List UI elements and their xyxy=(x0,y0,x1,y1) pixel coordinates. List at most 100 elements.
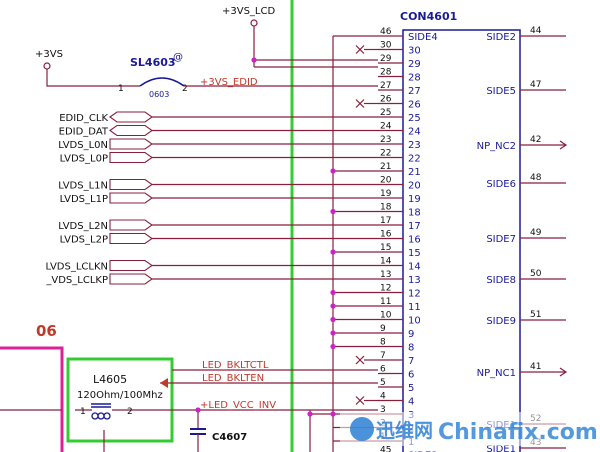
offpage-connector xyxy=(109,259,153,272)
left-pin-label: SIDE4 xyxy=(408,32,438,43)
junction-dot xyxy=(330,168,336,174)
offpage-connector xyxy=(109,178,153,191)
net-label-edid-clk: EDID_CLK xyxy=(59,113,108,124)
left-pin-number: 24 xyxy=(380,122,392,132)
left-pin-number: 46 xyxy=(380,27,392,37)
left-pin-label: 4 xyxy=(408,397,414,408)
net-label-edid-dat: EDID_DAT xyxy=(59,127,109,138)
nc-mark xyxy=(355,396,365,405)
left-pin-label: 24 xyxy=(408,127,421,138)
sheet-border xyxy=(0,346,64,452)
offpage-connector xyxy=(109,151,153,164)
right-pin-number: 44 xyxy=(530,26,542,36)
connector-right-pins: 44SIDE247SIDE542NP_NC248SIDE649SIDE750SI… xyxy=(477,26,568,452)
junction-dot xyxy=(251,57,257,63)
left-pin-number: 26 xyxy=(380,95,392,105)
nc-arrow-icon xyxy=(559,140,568,150)
left-pin-number: 3 xyxy=(380,405,386,415)
junction-dot xyxy=(195,407,201,413)
bead-value: 120Ohm/100Mhz xyxy=(77,390,163,401)
bead-pin2: 2 xyxy=(127,407,133,417)
right-pin-number: 41 xyxy=(530,362,541,372)
left-pin-number: 7 xyxy=(380,351,386,361)
left-pin-label: 20 xyxy=(408,181,421,192)
led-vcc-label: +LED_VCC_INV xyxy=(200,400,276,411)
left-pin-number: 22 xyxy=(380,149,391,159)
junction-dot xyxy=(330,289,336,296)
bead-coil-3 xyxy=(103,412,111,420)
nc-arrow-icon xyxy=(559,367,568,377)
left-pin-number: 21 xyxy=(380,162,391,172)
junction-dot xyxy=(330,303,336,309)
left-pin-label: 12 xyxy=(408,289,421,300)
nc-mark xyxy=(355,99,365,108)
left-pin-label: 11 xyxy=(408,302,421,313)
left-pin-number: 30 xyxy=(380,41,392,51)
fuse-symbol xyxy=(139,77,185,87)
junction-dot xyxy=(330,411,336,417)
watermark-cn: 迅维网 xyxy=(376,419,433,442)
net-label-lvds-l0p: LVDS_L0P xyxy=(60,154,108,165)
fuse-pin2: 2 xyxy=(182,84,188,94)
bead-ref: L4605 xyxy=(93,373,127,386)
junction-dot xyxy=(307,411,313,417)
junction-dot xyxy=(330,343,336,350)
bead-coil-2 xyxy=(97,412,105,420)
watermark-logo-icon xyxy=(350,417,374,441)
right-pin-label: SIDE9 xyxy=(486,316,516,327)
bklten-arrow xyxy=(160,378,168,388)
net-label-led-bkltctl: LED_BKLTCTL xyxy=(202,360,269,371)
left-pin-number: 8 xyxy=(380,338,386,348)
left-pin-label: 28 xyxy=(408,73,421,84)
left-pin-number: 6 xyxy=(380,365,386,375)
left-pin-label: 15 xyxy=(408,248,421,259)
junction-dot xyxy=(330,316,336,323)
watermark-backdrop xyxy=(340,412,600,446)
right-pin-number: 49 xyxy=(530,228,542,238)
left-pin-label: 30 xyxy=(408,46,421,57)
fuse-pin1: 1 xyxy=(118,84,124,94)
left-pin-number: 28 xyxy=(380,68,392,78)
left-pin-number: 17 xyxy=(380,216,391,226)
offpage-connector xyxy=(109,192,153,204)
left-pin-label: 18 xyxy=(408,208,421,219)
junction-dots xyxy=(195,57,336,417)
bead-coil-1 xyxy=(91,412,99,420)
offpage-connector xyxy=(109,273,153,285)
left-pin-number: 23 xyxy=(380,135,391,145)
left-pin-label: 21 xyxy=(408,167,421,178)
right-pin-number: 47 xyxy=(530,80,541,90)
left-pin-label: 19 xyxy=(408,194,421,205)
left-pin-label: 14 xyxy=(408,262,421,273)
fuse-mark: @ xyxy=(173,52,183,63)
offpage-connector xyxy=(109,138,153,150)
junction-dot xyxy=(330,208,336,215)
nc-mark xyxy=(355,355,365,365)
left-pin-label: 9 xyxy=(408,329,414,340)
nc-mark xyxy=(355,45,365,54)
junction-dot xyxy=(330,330,336,336)
bead-pin1: 1 xyxy=(80,407,86,417)
left-pin-label: SIDE3 xyxy=(408,451,438,452)
left-pin-label: 10 xyxy=(408,316,421,327)
left-pin-number: 19 xyxy=(380,189,392,199)
left-pin-number: 15 xyxy=(380,243,391,253)
right-pin-label: NP_NC1 xyxy=(477,368,516,379)
left-pin-label: 17 xyxy=(408,221,421,232)
fuse-ref: SL4603 xyxy=(130,56,176,69)
junction-dot xyxy=(330,249,336,255)
net-label-lvds-l2p: LVDS_L2P xyxy=(60,235,108,246)
left-pin-label: 29 xyxy=(408,59,421,70)
left-pin-label: 5 xyxy=(408,383,414,394)
left-pin-number: 29 xyxy=(380,54,392,64)
connector-ref: CON4601 xyxy=(400,10,457,23)
left-pin-label: 25 xyxy=(408,113,421,124)
left-pin-number: 12 xyxy=(380,284,391,294)
net-label-lvds-l1n: LVDS_L1N xyxy=(58,181,108,192)
left-pin-label: 13 xyxy=(408,275,421,286)
net-label-led-bklten: LED_BKLTEN xyxy=(202,373,264,384)
left-pin-label: 22 xyxy=(408,154,421,165)
left-pin-label: 16 xyxy=(408,235,421,246)
offpage-connector-bidir xyxy=(109,124,153,137)
